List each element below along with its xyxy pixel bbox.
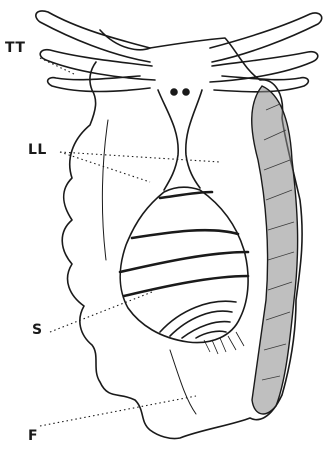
shell-band-2 (132, 230, 238, 238)
shell-band-1 (160, 192, 212, 198)
leader-s (50, 292, 152, 332)
label-s: S (32, 322, 43, 338)
body-inner-left (102, 120, 108, 260)
shell-band-3 (120, 252, 248, 272)
shell-outline (120, 187, 248, 342)
body-inner-bottom (170, 350, 196, 414)
label-ll: LL (28, 142, 47, 158)
label-f: F (28, 428, 38, 444)
right-tentacle-upper (210, 13, 322, 62)
neck-right (186, 90, 202, 188)
label-tt: TT (5, 40, 25, 56)
shell-band-4 (124, 276, 248, 296)
left-tentacle-upper (36, 11, 150, 62)
leader-ll-upper (60, 152, 220, 162)
neck-left (158, 90, 178, 190)
right-eye (183, 89, 189, 95)
leader-f (40, 396, 196, 426)
left-eye (171, 89, 177, 95)
shell-spiral-3 (182, 322, 230, 338)
leader-tt (40, 58, 74, 74)
